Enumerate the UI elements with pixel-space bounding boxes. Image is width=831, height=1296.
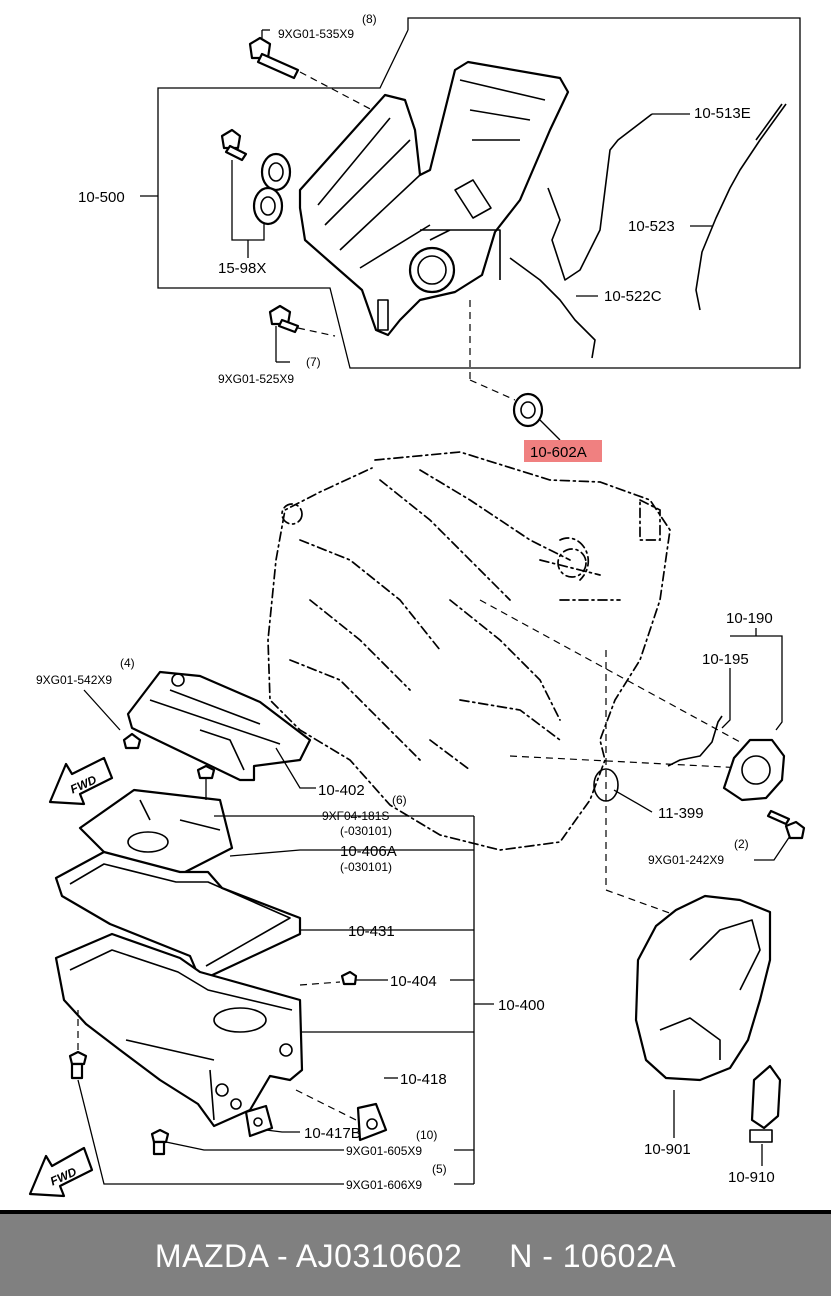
gasket-522c-label: 10-522C [604,288,662,305]
bolt-6-part-label: 9XF04-181S [322,809,389,823]
plate-clip-label: 10-910 [728,1169,775,1186]
plug-label: 11-399 [658,805,704,822]
oil-pan-icon [54,932,304,1128]
bolt-4-icon [122,732,142,750]
plate-icon [634,894,772,1082]
bolt-5-icon [68,1050,88,1080]
bolt-8-part-label: 9XG01-535X9 [278,27,354,41]
bolt-7-part-label: 9XG01-525X9 [218,372,294,386]
fwd-arrow-bottom-icon [28,1146,94,1198]
bolt-2-part-label: 9XG01-242X9 [648,853,724,867]
oil-seal-label: 10-602A [530,444,587,461]
baffle-icon [126,670,312,782]
bolt-5-callout: (5) [432,1162,447,1176]
bolt-2-icon [766,809,806,840]
gasket-522c-icon [509,113,653,359]
parts-diagram: (8) 9XG01-535X9 10-500 15-98X (7) 9XG01-… [28,12,806,1198]
gasket-513e-icon [695,103,787,311]
pan-cover-icon [244,1102,388,1142]
footer-bar: MAZDA - AJ0310602 N - 10602A [0,1210,831,1296]
bolt-8-icon [248,36,300,80]
bolt-7-icon [268,304,300,334]
bolt-7-callout: (7) [306,355,321,369]
rear-seal-gasket-label: 10-195 [702,651,749,668]
stiffener-label: 10-406A [340,843,397,860]
plate-label: 10-901 [644,1141,691,1158]
bolt-6-date: (-030101) [340,824,392,838]
baffle-label: 10-402 [318,782,365,799]
drain-plug-icon [340,970,358,986]
pan-gasket-label: 10-431 [348,923,395,940]
oil-seal-icon [512,392,544,428]
gasket-523-label: 10-523 [628,218,675,235]
clip-icon [749,1064,782,1143]
rear-seal-icon [667,715,786,802]
drain-plug-label: 10-404 [390,973,437,990]
bolt-6-callout: (6) [392,793,407,807]
bolt-4-callout: (4) [120,656,135,670]
bolt-6-icon [196,764,216,800]
bolt-5-part-label: 9XG01-606X9 [346,1178,422,1192]
bolt-10-icon [150,1128,170,1156]
bolt-8-callout: (8) [362,12,377,26]
stiffener-date: (-030101) [340,860,392,874]
bolt-10-part-label: 9XG01-605X9 [346,1144,422,1158]
rear-seal-assy-label: 10-190 [726,610,773,627]
seal-icon [220,128,292,226]
gasket-513e-label: 10-513E [694,105,751,122]
highlight-box [524,440,602,462]
front-cover-label: 10-500 [78,189,125,206]
footer-part-number: MAZDA - AJ0310602 N - 10602A [154,1238,677,1274]
bolt-10-callout: (10) [416,1128,437,1142]
front-cover-icon [298,60,570,337]
bolt-4-part-label: 9XG01-542X9 [36,673,112,687]
pan-cover-gasket-label: 10-417B [304,1125,361,1142]
front-cover-group-frame [157,17,801,369]
fwd-arrow-top-icon [48,756,114,806]
oil-pan-label: 10-400 [498,997,545,1014]
bolt-2-callout: (2) [734,837,749,851]
cover-seal-label: 15-98X [218,260,266,277]
pan-cover-label: 10-418 [400,1071,447,1088]
